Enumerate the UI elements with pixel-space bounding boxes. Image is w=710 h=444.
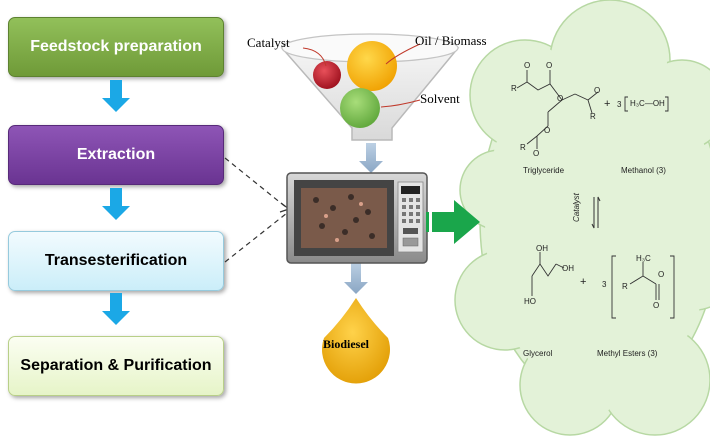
label-leaders	[302, 43, 421, 108]
catalyst-arrow-label: Catalyst	[572, 193, 581, 222]
arrow-to-microwave	[359, 143, 383, 173]
arrow-to-biodiesel	[344, 262, 368, 294]
atom-ho: HO	[524, 297, 536, 306]
atom-o-1: O	[524, 61, 531, 70]
plus-sign-1: +	[604, 98, 611, 110]
triglyceride-label: Triglyceride	[523, 166, 565, 175]
methanol-formula: H₃C—OH	[630, 99, 665, 108]
atom-o-3: O	[557, 94, 564, 103]
atom-o-8: O	[653, 301, 660, 310]
step-separation-purification: Separation & Purification	[8, 336, 224, 396]
coefficient-esters: 3	[602, 280, 607, 289]
down-arrow-3	[102, 293, 130, 325]
methanol-brackets	[624, 96, 669, 112]
atom-oh-2: OH	[562, 264, 574, 273]
equilibrium-arrows	[591, 196, 601, 229]
catalyst-label: Catalyst	[247, 35, 290, 50]
methyl-esters-structure	[611, 255, 675, 319]
coefficient-methanol: 3	[617, 100, 622, 109]
microwave	[286, 172, 428, 264]
atom-r-4: R	[622, 282, 628, 291]
dashed-connectors	[224, 157, 288, 263]
oil-biomass-label: Oil / Biomass	[415, 33, 487, 48]
green-arrow-to-reaction	[432, 200, 480, 244]
step-feedstock-preparation: Feedstock preparation	[8, 17, 224, 77]
atom-r-1: R	[511, 84, 517, 93]
plus-sign-2: +	[580, 276, 587, 288]
methyl-esters-label: Methyl Esters (3)	[597, 349, 658, 358]
methanol-label: Methanol (3)	[621, 166, 666, 175]
green-arrow-stripes	[426, 212, 429, 232]
atom-r-2: R	[590, 112, 596, 121]
glycerol-structure	[531, 252, 565, 296]
biodiesel-label: Biodiesel	[323, 337, 370, 351]
atom-o-2: O	[546, 61, 553, 70]
down-arrow-2	[102, 188, 130, 220]
atom-o-7: O	[658, 270, 665, 279]
atom-o-6: O	[533, 149, 540, 158]
atom-oh-1: OH	[536, 244, 548, 253]
oil-biomass-ball	[347, 41, 397, 91]
biodiesel-droplet	[322, 298, 390, 384]
atom-r-3: R	[520, 143, 526, 152]
catalyst-ball	[313, 61, 341, 89]
triglyceride-structure	[516, 70, 599, 149]
down-arrow-1	[102, 80, 130, 112]
solvent-label: Solvent	[420, 91, 460, 106]
step-transesterification: Transesterification	[8, 231, 224, 291]
solvent-ball	[340, 88, 380, 128]
atom-o-5: O	[544, 126, 551, 135]
step-extraction: Extraction	[8, 125, 224, 185]
atom-o-4: O	[594, 86, 601, 95]
glycerol-label: Glycerol	[523, 349, 553, 358]
step-arrows	[102, 80, 130, 325]
atom-h3c: H₃C	[636, 254, 651, 263]
